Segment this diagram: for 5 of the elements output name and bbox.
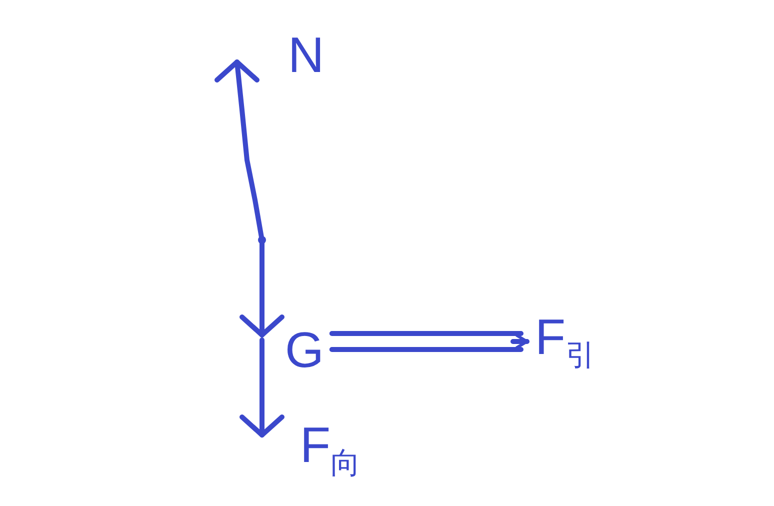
force-label: F$_{向}$ (300, 420, 361, 479)
force-label: N (288, 30, 324, 80)
implies-arrow (329, 331, 530, 352)
force-symbol: G (285, 325, 324, 375)
force-symbol: F$_{引}$ (535, 312, 596, 371)
